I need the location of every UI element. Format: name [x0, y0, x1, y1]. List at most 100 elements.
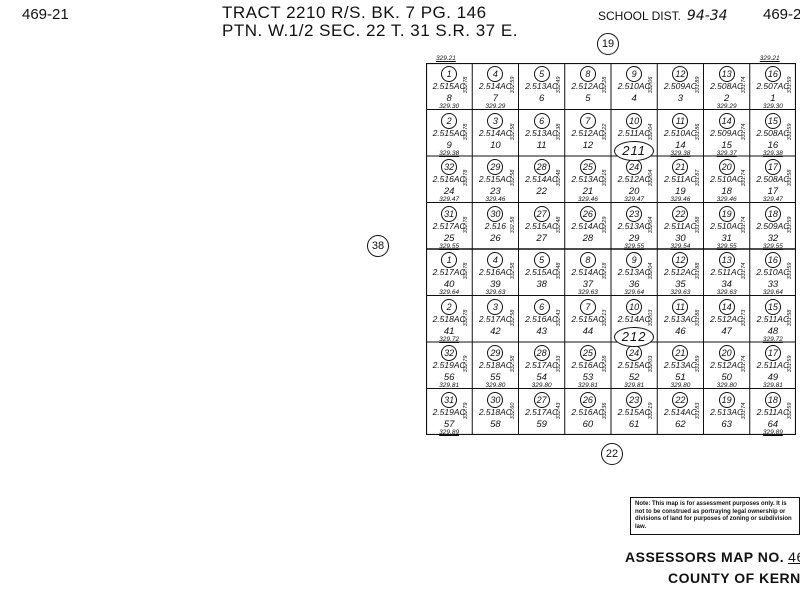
lot-number-circle: 14: [718, 112, 735, 129]
parcel-number: 23: [490, 186, 501, 197]
lot-number-circle: 16: [764, 252, 781, 268]
lot-side-elevation: 332.59: [509, 76, 516, 94]
lot-number-circle: 29: [487, 159, 504, 175]
lot-elevation: 329.38: [762, 149, 783, 157]
lot-number-circle: 25: [579, 345, 596, 361]
lot-acreage: 2.514AC: [663, 406, 697, 417]
parcel-number: 64: [767, 418, 779, 430]
lot-number-circle: 3: [487, 112, 504, 129]
adjoining-map-left[interactable]: 38: [367, 235, 389, 257]
lot-acreage: 2.510AC: [663, 127, 697, 138]
adjoining-map-top[interactable]: 19: [597, 33, 619, 55]
lot-side-elevation: 332.58: [509, 355, 516, 373]
lot-acreage: 2.512AC: [617, 174, 651, 184]
lot-elevation: 329.64: [762, 289, 783, 296]
lot-number-circle: 12: [672, 252, 689, 268]
lot-side-elevation: 332.19: [648, 402, 655, 420]
lot-side-elevation: 332.29: [602, 216, 608, 234]
parcel-number: 40: [443, 279, 455, 290]
lot-side-elevation: 332.18: [602, 262, 608, 280]
parcel-number: 51: [675, 372, 686, 383]
lot-acreage: 2.512AC: [710, 313, 744, 324]
parcel-number: 56: [443, 372, 455, 383]
adjoining-map-bottom[interactable]: 22: [601, 443, 623, 465]
lot-elevation: 329.29: [716, 103, 737, 110]
lot-number-circle: 22: [672, 391, 689, 408]
lot-number-circle: 15: [764, 298, 781, 315]
parcel-number: 17: [767, 186, 779, 197]
lot-side-elevation: 331.74: [740, 123, 747, 141]
lot-elevation: 329.55: [624, 242, 645, 250]
lot-number-circle: 4: [487, 252, 504, 268]
lot-number-circle: 1: [441, 66, 458, 82]
lot-acreage: 2.515AC: [525, 220, 559, 231]
lot-acreage: 2.511AC: [756, 406, 790, 417]
parcel-number: 41: [443, 325, 455, 337]
lot-acreage: 2.516: [484, 220, 507, 231]
